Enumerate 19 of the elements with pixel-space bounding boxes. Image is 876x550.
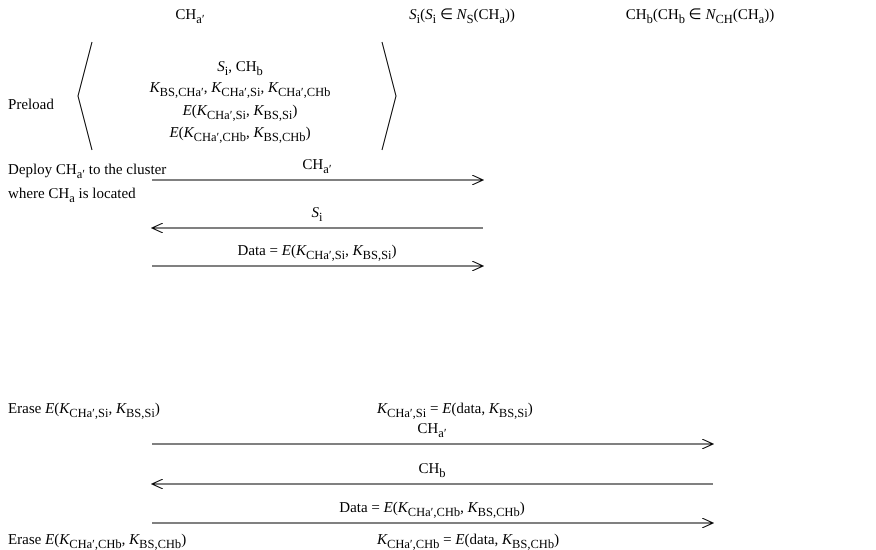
step-note: Deploy CH$_{a′}$ to the cluster where CH$_{a}$ is located [8, 161, 168, 207]
step-note: Erase E(K$_{CHa′,Si}$, K$_{BS,Si}$) [8, 400, 160, 422]
preload-item: K$_{BS,CHa′}$, K$_{CHa′,Si}$, K$_{CHa′,CHb}$ [150, 79, 330, 101]
participant-label: S$_{i}$(S$_{i}$ ∈ N$_{S}$(CH$_{a}$)) [409, 6, 515, 28]
message-label: S$_{i}$ [312, 204, 322, 226]
participant-label: CH$_{a′}$ [175, 6, 205, 28]
step-note: K$_{CHa′,Si}$ = E(data, K$_{BS,Si}$) [377, 400, 533, 422]
step-note: K$_{CHa′,CHb}$ = E(data, K$_{BS,CHb}$) [377, 531, 560, 550]
preload-label: Preload [8, 96, 54, 114]
message-label: CH$_{b}$ [418, 460, 446, 482]
message-label: Data = E(K$_{CHa′,CHb}$, K$_{BS,CHb}$) [339, 499, 525, 521]
preload-item: S$_{i}$, CH$_{b}$ [217, 58, 263, 80]
participant-label: CH$_{b}$(CH$_{b}$ ∈ N$_{CH}$(CH$_{a}$)) [626, 6, 774, 28]
preload-item: E(K$_{CHa′,Si}$, K$_{BS,Si}$) [182, 102, 298, 124]
message-label: CH$_{a′}$ [417, 420, 447, 442]
step-note: Erase E(K$_{CHa′,CHb}$, K$_{BS,CHb}$) [8, 531, 186, 550]
preload-item: E(K$_{CHa′,CHb}$, K$_{BS,CHb}$) [169, 124, 311, 146]
message-label: Data = E(K$_{CHa′,Si}$, K$_{BS,Si}$) [237, 242, 397, 264]
message-label: CH$_{a′}$ [302, 156, 332, 178]
